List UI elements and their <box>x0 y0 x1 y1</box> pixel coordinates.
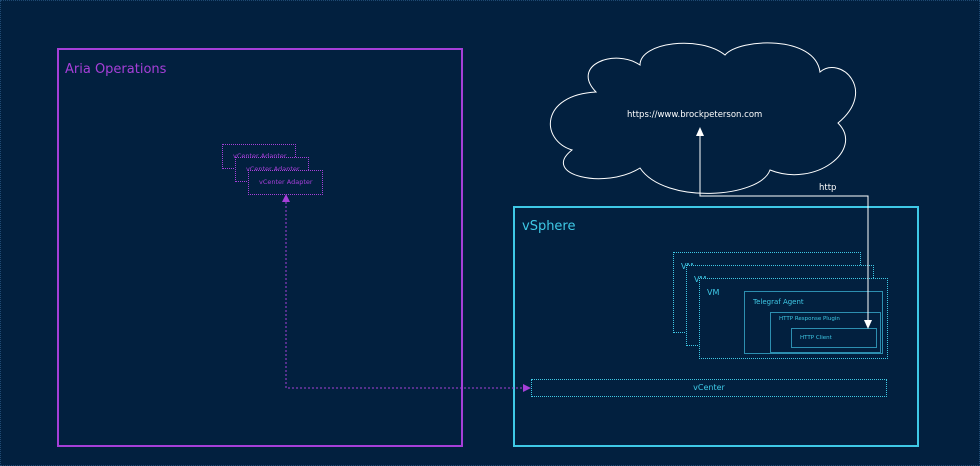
adapter-vcenter-connector <box>285 202 523 389</box>
http-arrow-down-icon <box>864 320 872 329</box>
http-label: http <box>819 183 837 193</box>
internet-cloud-icon <box>549 42 857 194</box>
vcenter-label: vCenter <box>693 383 725 392</box>
vsphere-title: vSphere <box>522 219 576 234</box>
vcenter-adapter-3-label: vCenter Adapter <box>259 178 313 186</box>
http-response-plugin-label: HTTP Response Plugin <box>779 316 840 322</box>
http-response-plugin-box: HTTP Response Plugin <box>770 312 881 353</box>
adapter-arrow-up-icon <box>282 194 290 202</box>
vcenter-adapter-3: vCenter Adapter <box>248 170 323 195</box>
telegraf-agent-label: Telegraf Agent <box>753 298 804 306</box>
cloud-url-label: https://www.brockpeterson.com <box>627 110 763 120</box>
vcenter-box: vCenter <box>531 379 887 397</box>
aria-operations-box <box>57 48 463 447</box>
vcenter-arrow-right-icon <box>523 384 531 392</box>
vm-3-label: VM <box>707 288 720 297</box>
vsphere-box <box>513 206 919 447</box>
telegraf-agent-box: Telegraf Agent <box>744 291 883 354</box>
http-client-label: HTTP Client <box>800 335 832 341</box>
vcenter-adapter-2-label: vCenter Adapter <box>246 165 300 173</box>
vcenter-adapter-1-label: vCenter Adapter <box>233 152 287 160</box>
http-connector-line <box>699 136 869 327</box>
aria-operations-title: Aria Operations <box>65 62 167 77</box>
http-client-box: HTTP Client <box>791 328 877 348</box>
http-arrow-up-icon <box>696 127 704 136</box>
